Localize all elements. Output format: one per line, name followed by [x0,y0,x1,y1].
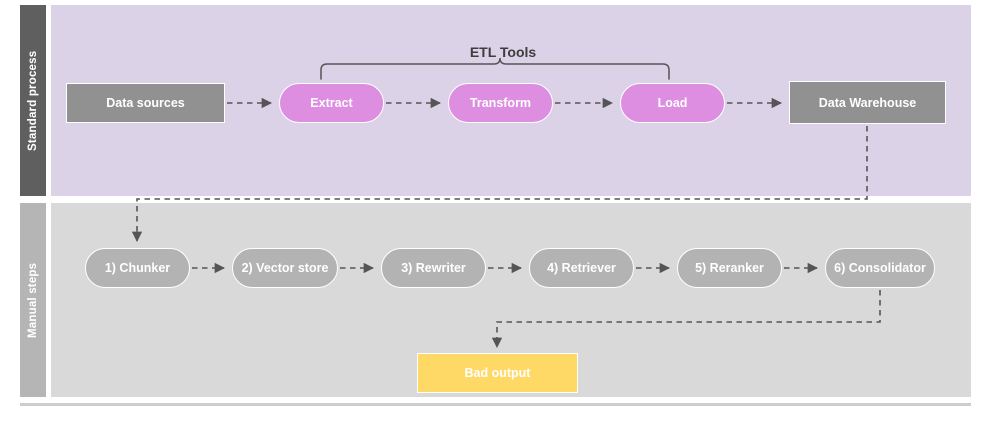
lane-label-manual-steps: Manual steps [20,203,46,397]
node-consolidator[interactable]: 6) Consolidator [825,248,935,288]
node-data-warehouse[interactable]: Data Warehouse [789,81,946,124]
node-load[interactable]: Load [620,83,725,123]
etl-tools-annotation-label: ETL Tools [469,44,537,60]
node-rewriter[interactable]: 3) Rewriter [381,248,486,288]
node-bad-output[interactable]: Bad output [417,353,578,393]
node-chunker[interactable]: 1) Chunker [85,248,190,288]
bottom-divider-rule [20,403,971,406]
node-data-sources[interactable]: Data sources [66,83,225,123]
node-reranker[interactable]: 5) Reranker [677,248,782,288]
node-vector-store[interactable]: 2) Vector store [232,248,338,288]
node-retriever[interactable]: 4) Retriever [529,248,634,288]
node-extract[interactable]: Extract [279,83,384,123]
node-transform[interactable]: Transform [448,83,553,123]
lane-label-standard-process: Standard process [20,5,46,196]
